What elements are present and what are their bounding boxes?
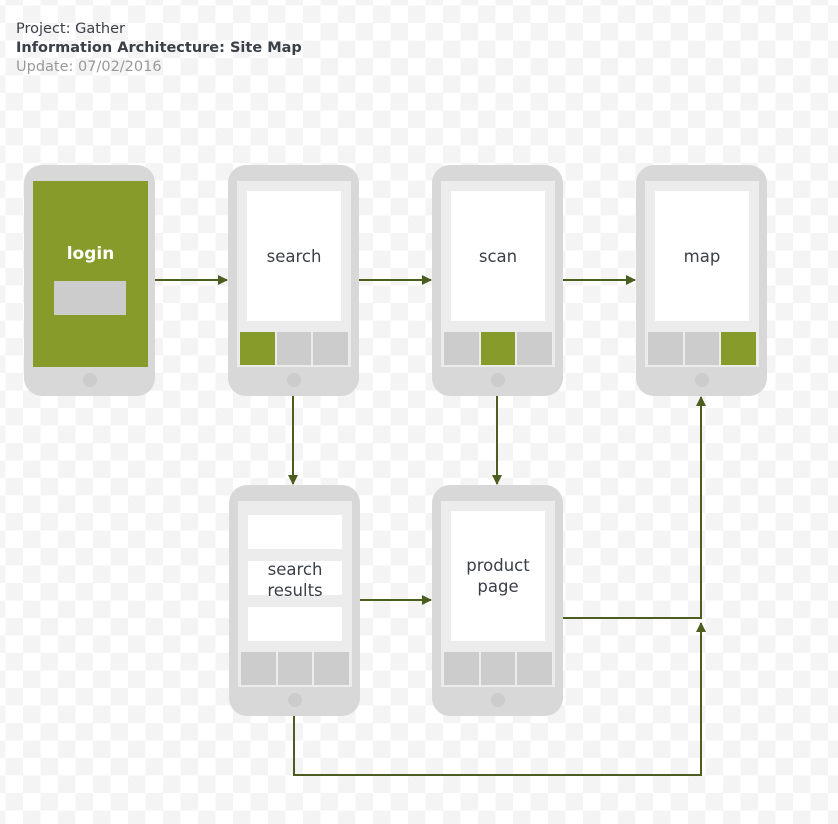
- map-tab-bar: [648, 332, 757, 365]
- scan-label: scan: [478, 246, 518, 266]
- home-button-icon: [491, 693, 505, 707]
- search-content: search: [247, 191, 341, 321]
- screen-product-page: product page: [432, 485, 563, 716]
- home-button-icon: [287, 373, 301, 387]
- connector-product-map: [563, 396, 706, 619]
- search-results-tab-bar: [241, 652, 350, 685]
- product-page-content: product page: [451, 511, 545, 641]
- screen-map: map: [636, 165, 767, 396]
- home-button-icon: [491, 373, 505, 387]
- tab-1: [648, 332, 683, 365]
- search-screen-area: search: [237, 181, 351, 367]
- tab-2: [276, 332, 312, 365]
- search-label: search: [266, 246, 322, 266]
- project-name: Project: Gather: [16, 21, 125, 37]
- map-label: map: [683, 246, 721, 266]
- tab-3: [314, 652, 350, 685]
- search-results-label-line1: search: [267, 560, 323, 579]
- tab-2: [480, 652, 516, 685]
- result-item-2: [248, 561, 342, 595]
- screen-search-results: search results: [229, 485, 360, 716]
- tab-2: [277, 652, 313, 685]
- result-item-1: [248, 515, 342, 549]
- product-page-screen-area: product page: [441, 501, 555, 687]
- tab-2: [684, 332, 720, 365]
- product-page-tab-bar: [444, 652, 553, 685]
- map-content: map: [655, 191, 749, 321]
- tab-1-active: [240, 332, 275, 365]
- home-button-icon: [288, 693, 302, 707]
- home-button-icon: [83, 373, 97, 387]
- login-label: login: [66, 244, 115, 264]
- tab-1: [444, 652, 479, 685]
- search-results-screen-area: search results: [238, 501, 352, 687]
- screen-scan: scan: [432, 165, 563, 396]
- tab-1: [241, 652, 276, 685]
- login-screen-area: login: [33, 181, 148, 367]
- screen-search: search: [228, 165, 359, 396]
- search-results-label-line2: results: [267, 581, 323, 600]
- search-results-label: search results: [248, 559, 342, 601]
- product-page-label: product page: [466, 555, 529, 597]
- search-tab-bar: [240, 332, 349, 365]
- scan-tab-bar: [444, 332, 553, 365]
- result-item-3: [248, 607, 342, 641]
- diagram-header: Project: Gather Information Architecture…: [16, 20, 302, 77]
- home-button-icon: [695, 373, 709, 387]
- tab-3: [517, 332, 553, 365]
- product-page-label-line1: product: [466, 556, 530, 575]
- product-page-label-line2: page: [477, 577, 519, 596]
- login-input-placeholder: [54, 281, 126, 315]
- tab-3: [313, 332, 349, 365]
- tab-3-active: [721, 332, 757, 365]
- scan-screen-area: scan: [441, 181, 555, 367]
- scan-content: scan: [451, 191, 545, 321]
- map-screen-area: map: [645, 181, 759, 367]
- tab-3: [517, 652, 553, 685]
- diagram-title: Information Architecture: Site Map: [16, 40, 302, 56]
- tab-2-active: [480, 332, 516, 365]
- screen-login: login: [24, 165, 155, 396]
- update-date: Update: 07/02/2016: [16, 59, 162, 75]
- tab-1: [444, 332, 479, 365]
